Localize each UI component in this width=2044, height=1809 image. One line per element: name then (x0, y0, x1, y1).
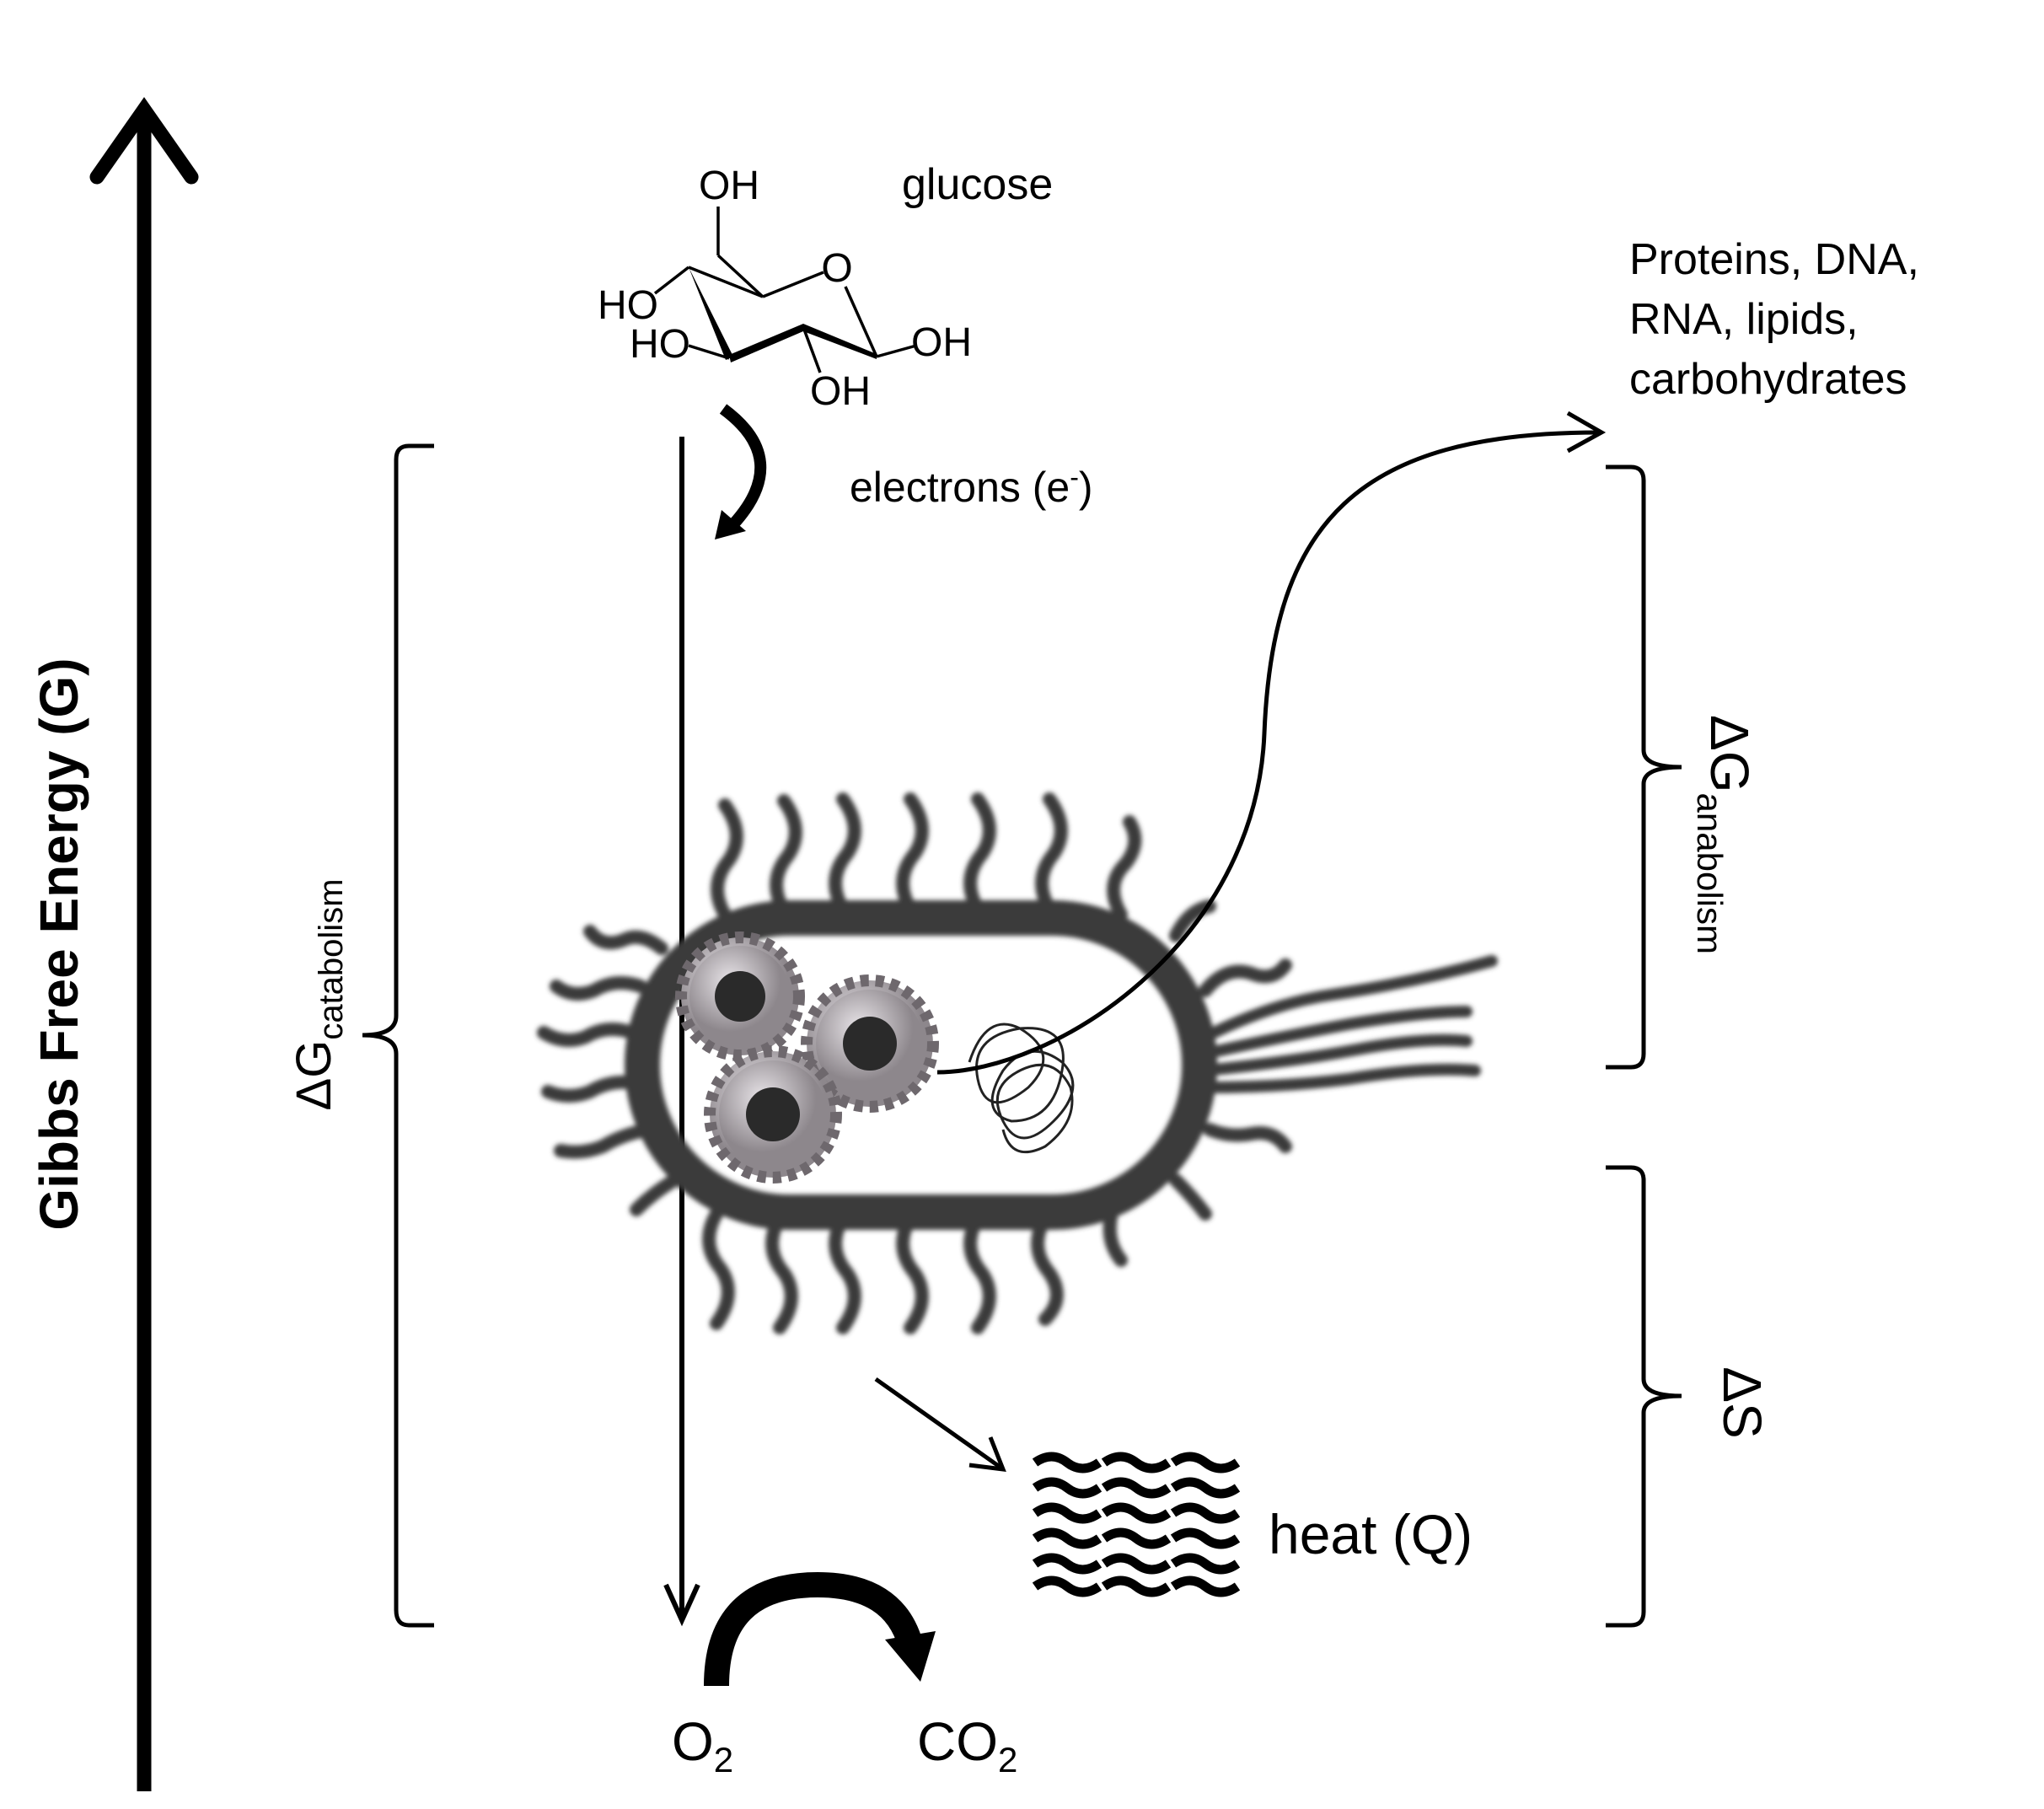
o2-label: O2 (672, 1711, 733, 1779)
delta-s-label: ΔS (1712, 1366, 1773, 1438)
heat-arrow (874, 1377, 1001, 1469)
entropy-bracket (1606, 1165, 1682, 1628)
products-line-3: carbohydrates (1629, 355, 1907, 404)
gear-icon (704, 1045, 842, 1184)
delta-g-catabolism-label: ΔGcatabolism (287, 878, 350, 1110)
gibbs-energy-axis-arrow (89, 97, 199, 1791)
anabolism-arrowhead (1566, 411, 1607, 454)
glucose-right-oh: OH (911, 320, 972, 365)
gear-icon (675, 931, 805, 1061)
gears (675, 931, 939, 1184)
delta-g-anabolism-label: ΔGanabolism (1690, 715, 1760, 954)
catabolism-bracket (362, 443, 434, 1628)
catabolism-flow-arrowhead (663, 1583, 700, 1627)
glucose-top-oh: OH (699, 164, 759, 208)
heat-label: heat (Q) (1269, 1503, 1473, 1565)
o2-to-co2-arrowhead (885, 1631, 936, 1682)
gear-icon (801, 974, 939, 1113)
heat-waves-icon (1032, 1452, 1241, 1597)
gibbs-axis-label: Gibbs Free Energy (G) (29, 658, 89, 1230)
glucose-label: glucose (902, 160, 1053, 209)
glucose-ring-o: O (821, 246, 852, 291)
products-line-2: RNA, lipids, (1629, 295, 1859, 344)
glucose-structure (653, 207, 917, 373)
bacterium-cell (537, 792, 1498, 1334)
pili (537, 792, 1292, 1334)
anabolism-curve-arrow (936, 430, 1600, 1075)
glucose-ho-upper: HO (598, 283, 658, 328)
electrons-label: electrons (e-) (850, 462, 1093, 511)
electrons-curved-arrow (719, 404, 767, 529)
glucose-bottom-oh: OH (810, 369, 871, 414)
dna-scribble (968, 1023, 1075, 1154)
heat-arrowhead (968, 1436, 1006, 1473)
flagella (1199, 955, 1498, 1093)
electrons-arrowhead (715, 510, 746, 539)
glucose-ho-lower: HO (630, 322, 690, 367)
o2-to-co2-arrow (704, 1571, 923, 1687)
anabolism-bracket (1606, 464, 1682, 1070)
products-line-1: Proteins, DNA, (1629, 235, 1919, 284)
co2-label: CO2 (917, 1711, 1017, 1779)
cell-membrane (625, 900, 1217, 1230)
